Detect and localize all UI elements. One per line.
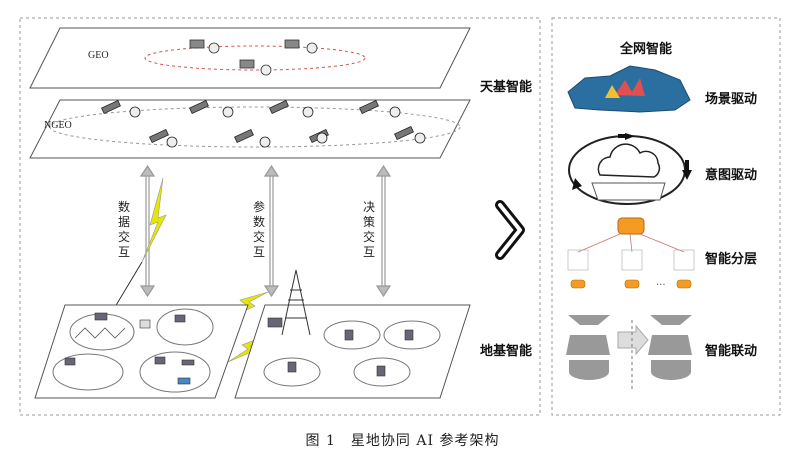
link-line — [111, 261, 143, 313]
parameter-interaction-label: 参数交互 — [252, 200, 265, 259]
cloud-icon — [597, 143, 661, 178]
chevron-right-icon — [495, 200, 525, 260]
svg-text:···: ··· — [656, 280, 666, 291]
figure-caption: 图 1 星地协同 AI 参考架构 — [305, 433, 500, 449]
geo-plane — [29, 27, 471, 89]
ngeo-plane — [29, 99, 471, 159]
ngeo-label: NGEO — [44, 120, 72, 131]
intelligence-linkage-label: 智能联动 — [705, 344, 758, 359]
geo-label: GEO — [88, 50, 109, 61]
satellite-icon — [101, 99, 426, 148]
link-arrows — [139, 164, 392, 298]
decision-interaction-label: 决策交互 — [362, 200, 375, 259]
layered-network: ··· — [567, 217, 695, 291]
satellite-icon — [189, 39, 318, 76]
map-icon — [567, 65, 691, 113]
linkage-icon — [566, 315, 692, 390]
network-intelligence-title: 全网智能 — [620, 42, 673, 57]
ground-intelligence-label: 地基智能 — [480, 344, 533, 359]
data-interaction-label: 数据交互 — [117, 200, 130, 259]
intelligence-layering-label: 智能分层 — [705, 252, 758, 267]
intent-driven-label: 意图驱动 — [705, 168, 758, 183]
scenario-driven-label: 场景驱动 — [705, 92, 758, 107]
ground-plane-left — [34, 304, 249, 399]
space-intelligence-label: 天基智能 — [480, 80, 533, 95]
right-frame — [551, 17, 781, 416]
cloud-cycle — [568, 133, 692, 205]
left-frame — [19, 17, 541, 416]
ground-plane-right — [234, 269, 471, 399]
tower-icon — [281, 269, 311, 336]
